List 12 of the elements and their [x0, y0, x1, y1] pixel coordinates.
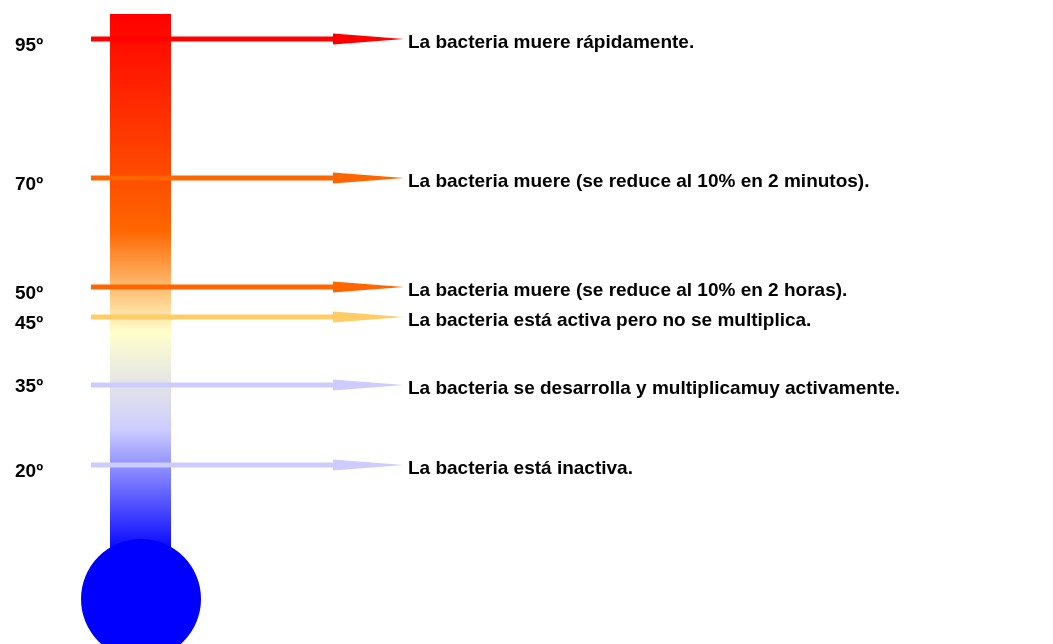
temperature-label: 45º [15, 312, 44, 332]
temperature-label: 95º [15, 34, 44, 54]
temperature-label: 70º [15, 173, 44, 193]
statement-text: La bacteria está inactiva. [404, 455, 633, 479]
temperature-label: 50º [15, 282, 44, 302]
statement-text: La bacteria muere (se reduce al 10% en 2 horas). [404, 277, 848, 301]
temperature-label: 35º [15, 375, 44, 395]
statement-text: La bacteria está activa pero no se multiplica. [404, 307, 812, 331]
temperature-label: 20º [15, 460, 44, 480]
statement-text: La bacteria muere rápidamente. [404, 29, 695, 53]
statement-text: La bacteria se desarrolla y multiplicamuy activamente. [404, 375, 901, 399]
statement-text: La bacteria muere (se reduce al 10% en 2 minutos). [404, 168, 870, 192]
